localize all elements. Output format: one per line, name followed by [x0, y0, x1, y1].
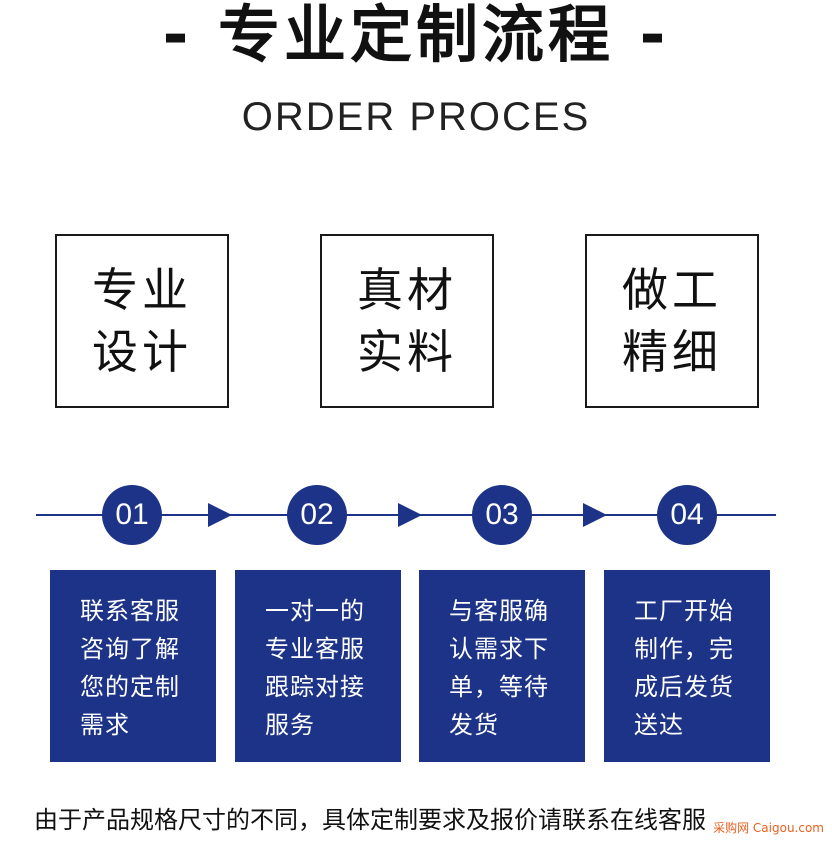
- step-text-line: 认需求下: [449, 635, 549, 663]
- step-number-badge: 01: [102, 485, 162, 545]
- step-number-badge: 03: [472, 485, 532, 545]
- page-title: - 专业定制流程 -: [162, 0, 670, 71]
- step-text-line: 成后发货: [634, 673, 734, 701]
- feature-label-line2: 实料: [357, 325, 457, 379]
- step-text-line: 送达: [634, 711, 684, 739]
- step-text-line: 单，等待: [449, 673, 549, 701]
- step-text-line: 专业客服: [265, 635, 365, 663]
- step-text-line: 跟踪对接: [265, 673, 365, 701]
- arrow-right-icon: [583, 503, 607, 527]
- footer-note: 由于产品规格尺寸的不同，具体定制要求及报价请联系在线客服: [34, 806, 706, 834]
- step-text-line: 一对一的: [265, 597, 365, 625]
- feature-label-line2: 设计: [92, 325, 192, 379]
- step-card-contact: 联系客服 咨询了解 您的定制 需求: [50, 570, 216, 762]
- step-text-line: 制作，完: [634, 635, 734, 663]
- step-text-line: 工厂开始: [634, 597, 734, 625]
- step-card-order: 与客服确 认需求下 单，等待 发货: [419, 570, 585, 762]
- step-text-line: 服务: [265, 711, 315, 739]
- process-timeline: 01 02 03 04: [0, 480, 832, 550]
- step-text-line: 咨询了解: [80, 635, 180, 663]
- step-card-service: 一对一的 专业客服 跟踪对接 服务: [235, 570, 401, 762]
- feature-label-line2: 精细: [622, 325, 722, 379]
- watermark: 采购网 Caigou.com: [713, 821, 824, 835]
- step-text-line: 与客服确: [449, 597, 549, 625]
- arrow-right-icon: [398, 503, 422, 527]
- step-card-delivery: 工厂开始 制作，完 成后发货 送达: [604, 570, 770, 762]
- step-text-line: 需求: [80, 711, 130, 739]
- feature-box-design: 专业 设计: [55, 234, 229, 408]
- feature-box-materials: 真材 实料: [320, 234, 494, 408]
- step-text-line: 发货: [449, 711, 499, 739]
- feature-label-line1: 做工: [622, 263, 722, 317]
- step-text-line: 您的定制: [80, 673, 180, 701]
- arrow-right-icon: [208, 503, 232, 527]
- step-text-line: 联系客服: [80, 597, 180, 625]
- feature-label-line1: 专业: [92, 263, 192, 317]
- page-subtitle: ORDER PROCES: [241, 95, 591, 139]
- feature-box-workmanship: 做工 精细: [585, 234, 759, 408]
- step-number-badge: 02: [287, 485, 347, 545]
- feature-label-line1: 真材: [357, 263, 457, 317]
- step-number-badge: 04: [657, 485, 717, 545]
